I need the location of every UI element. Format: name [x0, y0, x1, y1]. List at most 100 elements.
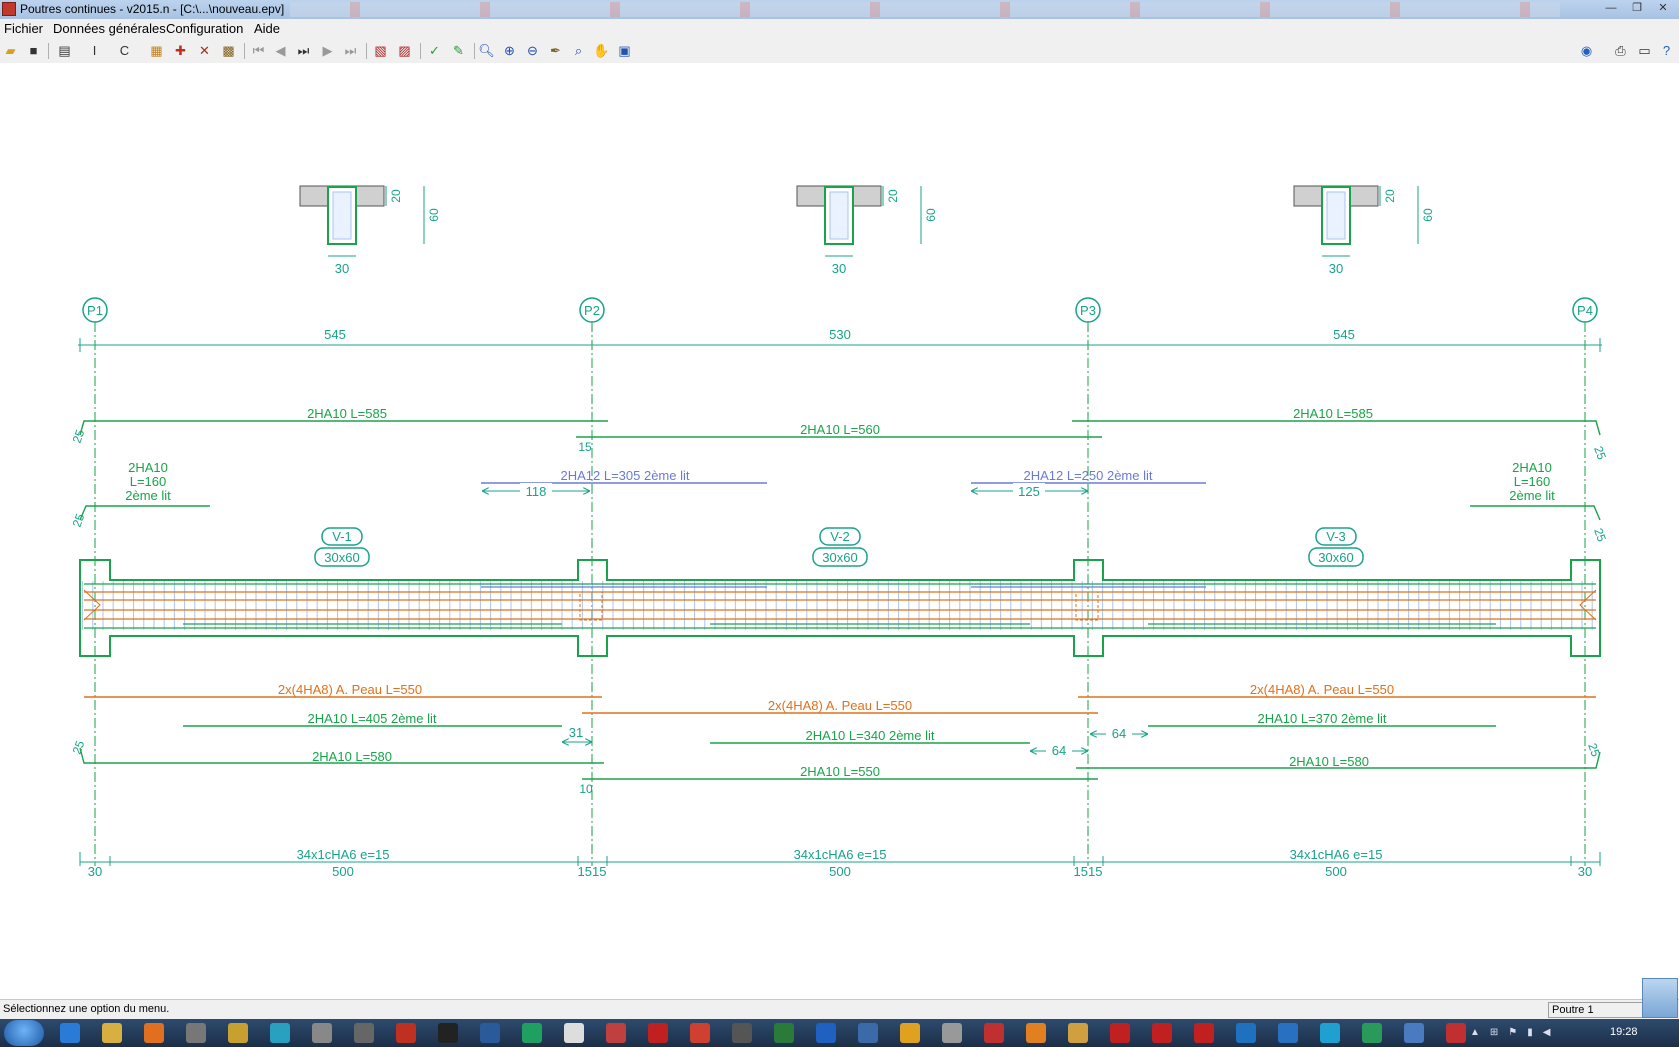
pan-icon[interactable]: ✋ [593, 43, 610, 58]
taskbar-app-icon[interactable] [858, 1023, 878, 1043]
reinforce-icon[interactable]: ✕ [199, 43, 210, 58]
taskbar-app-icon[interactable] [942, 1023, 962, 1043]
second-bottom-2-label: 2HA10 L=340 2ème lit [805, 728, 934, 743]
taskbar-app-icon[interactable] [606, 1023, 626, 1043]
taskbar-app-icon[interactable] [438, 1023, 458, 1043]
pen-icon[interactable]: ✒ [550, 43, 561, 58]
taskbar-app-icon[interactable] [1152, 1023, 1172, 1043]
taskbar: ▲⊞⚑▮◀ 19:28 [0, 1019, 1679, 1047]
section-icon[interactable]: ▤ [58, 43, 71, 58]
steel-icon[interactable]: ▩ [222, 43, 235, 58]
taskbar-app-icon[interactable] [522, 1023, 542, 1043]
bottom-dim-1: 500 [332, 864, 354, 879]
zoom-out-icon[interactable]: ⊖ [527, 43, 538, 58]
section-flange-dim-3: 20 [1383, 189, 1397, 203]
next-icon[interactable]: ▶ [322, 43, 333, 58]
taskbar-app-icon[interactable] [228, 1023, 248, 1043]
calc-icon[interactable]: ✚ [175, 43, 186, 58]
data-icon[interactable]: ▦ [150, 43, 163, 58]
goto-icon[interactable]: ⏭ [297, 43, 310, 58]
taskbar-app-icon[interactable] [732, 1023, 752, 1043]
taskbar-app-icon[interactable] [1362, 1023, 1382, 1043]
section-height-dim-2: 60 [924, 208, 938, 222]
menu-donnees-generales[interactable]: Données générales [53, 21, 166, 36]
stirrups-1-label: 34x1cHA6 e=15 [297, 847, 390, 862]
anchor-dim-125: 125 [1018, 484, 1040, 499]
zoom-in-icon[interactable]: ⊕ [504, 43, 515, 58]
help-icon[interactable]: ? [1662, 43, 1671, 58]
start-button[interactable] [4, 1020, 44, 1046]
erase-icon[interactable]: ▨ [398, 43, 411, 58]
taskbar-app-icon[interactable] [1026, 1023, 1046, 1043]
taskbar-app-icon[interactable] [774, 1023, 794, 1043]
beam-size-1: 30x60 [324, 550, 359, 565]
taskbar-app-icon[interactable] [144, 1023, 164, 1043]
taskbar-app-icon[interactable] [1110, 1023, 1130, 1043]
tray-icons[interactable]: ▲⊞⚑▮◀ [1470, 1027, 1561, 1038]
close-button[interactable]: ✕ [1658, 2, 1668, 14]
taskbar-app-icon[interactable] [1278, 1023, 1298, 1043]
zoom-window-icon[interactable]: ⌕ [574, 43, 583, 58]
taskbar-app-icon[interactable] [1236, 1023, 1256, 1043]
taskbar-app-icon[interactable] [102, 1023, 122, 1043]
taskbar-app-icon[interactable] [186, 1023, 206, 1043]
status-bar: Sélectionnez une option du menu. Poutre … [0, 978, 1679, 1020]
taskbar-app-icon[interactable] [1404, 1023, 1424, 1043]
taskbar-app-icon[interactable] [1446, 1023, 1466, 1043]
app-icon [2, 2, 16, 16]
taskbar-app-icon[interactable] [1068, 1023, 1088, 1043]
top-bar-1-label: 2HA10 L=585 [307, 406, 387, 421]
taskbar-app-icon[interactable] [564, 1023, 584, 1043]
taskbar-app-icon[interactable] [354, 1023, 374, 1043]
second-top-1-label: 2HA12 L=305 2ème lit [560, 468, 689, 483]
check-icon[interactable]: ✓ [429, 43, 440, 58]
zoom-fit-icon[interactable]: 🔍︎ [478, 43, 495, 58]
save-icon[interactable]: ■ [29, 43, 38, 58]
menu-aide[interactable]: Aide [254, 21, 281, 36]
top-bar-3-line [1072, 420, 1601, 436]
taskbar-app-icon[interactable] [984, 1023, 1004, 1043]
export-icon[interactable]: ▣ [618, 43, 631, 58]
taskbar-app-icon[interactable] [1320, 1023, 1340, 1043]
taskbar-app-icon[interactable] [900, 1023, 920, 1043]
taskbar-app-icon[interactable] [480, 1023, 500, 1043]
taskbar-app-icon[interactable] [816, 1023, 836, 1043]
top-bar-2-label: 2HA10 L=560 [800, 422, 880, 437]
stirrups-3-label: 34x1cHA6 e=15 [1290, 847, 1383, 862]
maximize-button[interactable]: ❐ [1632, 2, 1642, 14]
last-icon[interactable]: ⏭ [344, 43, 357, 58]
menu-configuration[interactable]: Configuration [166, 21, 244, 36]
taskbar-app-icon[interactable] [648, 1023, 668, 1043]
minimize-button[interactable]: — [1605, 2, 1617, 14]
draw-icon[interactable]: ▧ [374, 43, 387, 58]
print-preview-icon[interactable]: ▭ [1638, 43, 1651, 58]
second-top-2-label: 2HA12 L=250 2ème lit [1023, 468, 1152, 483]
beam-i-icon[interactable]: I [92, 43, 97, 58]
taskbar-app-icon[interactable] [312, 1023, 332, 1043]
open-icon[interactable]: ▰ [5, 43, 16, 58]
edit-icon[interactable]: ✎ [453, 43, 464, 58]
status-message: Sélectionnez une option du menu. [3, 1003, 170, 1015]
prev-icon[interactable]: ◀ [275, 43, 286, 58]
background-taskbar-strip [290, 2, 1560, 17]
globe-icon[interactable]: ◉ [1580, 43, 1593, 58]
print-icon[interactable]: ⎙ [1615, 43, 1626, 58]
taskbar-app-icon[interactable] [1194, 1023, 1214, 1043]
window-title: Poutres continues - v2015.n - [C:\...\no… [20, 2, 285, 16]
taskbar-app-icon[interactable] [396, 1023, 416, 1043]
menu-fichier[interactable]: Fichier [4, 21, 44, 36]
beam-c-icon[interactable]: C [119, 43, 130, 58]
beam-size-3: 30x60 [1318, 550, 1353, 565]
taskbar-app-icon[interactable] [270, 1023, 290, 1043]
taskbar-app-icon[interactable] [690, 1023, 710, 1043]
dim-31: 31 [569, 725, 583, 740]
taskbar-app-icon[interactable] [60, 1023, 80, 1043]
first-icon[interactable]: ⏮ [252, 43, 265, 58]
scroll-down-icon[interactable] [1642, 978, 1678, 1018]
